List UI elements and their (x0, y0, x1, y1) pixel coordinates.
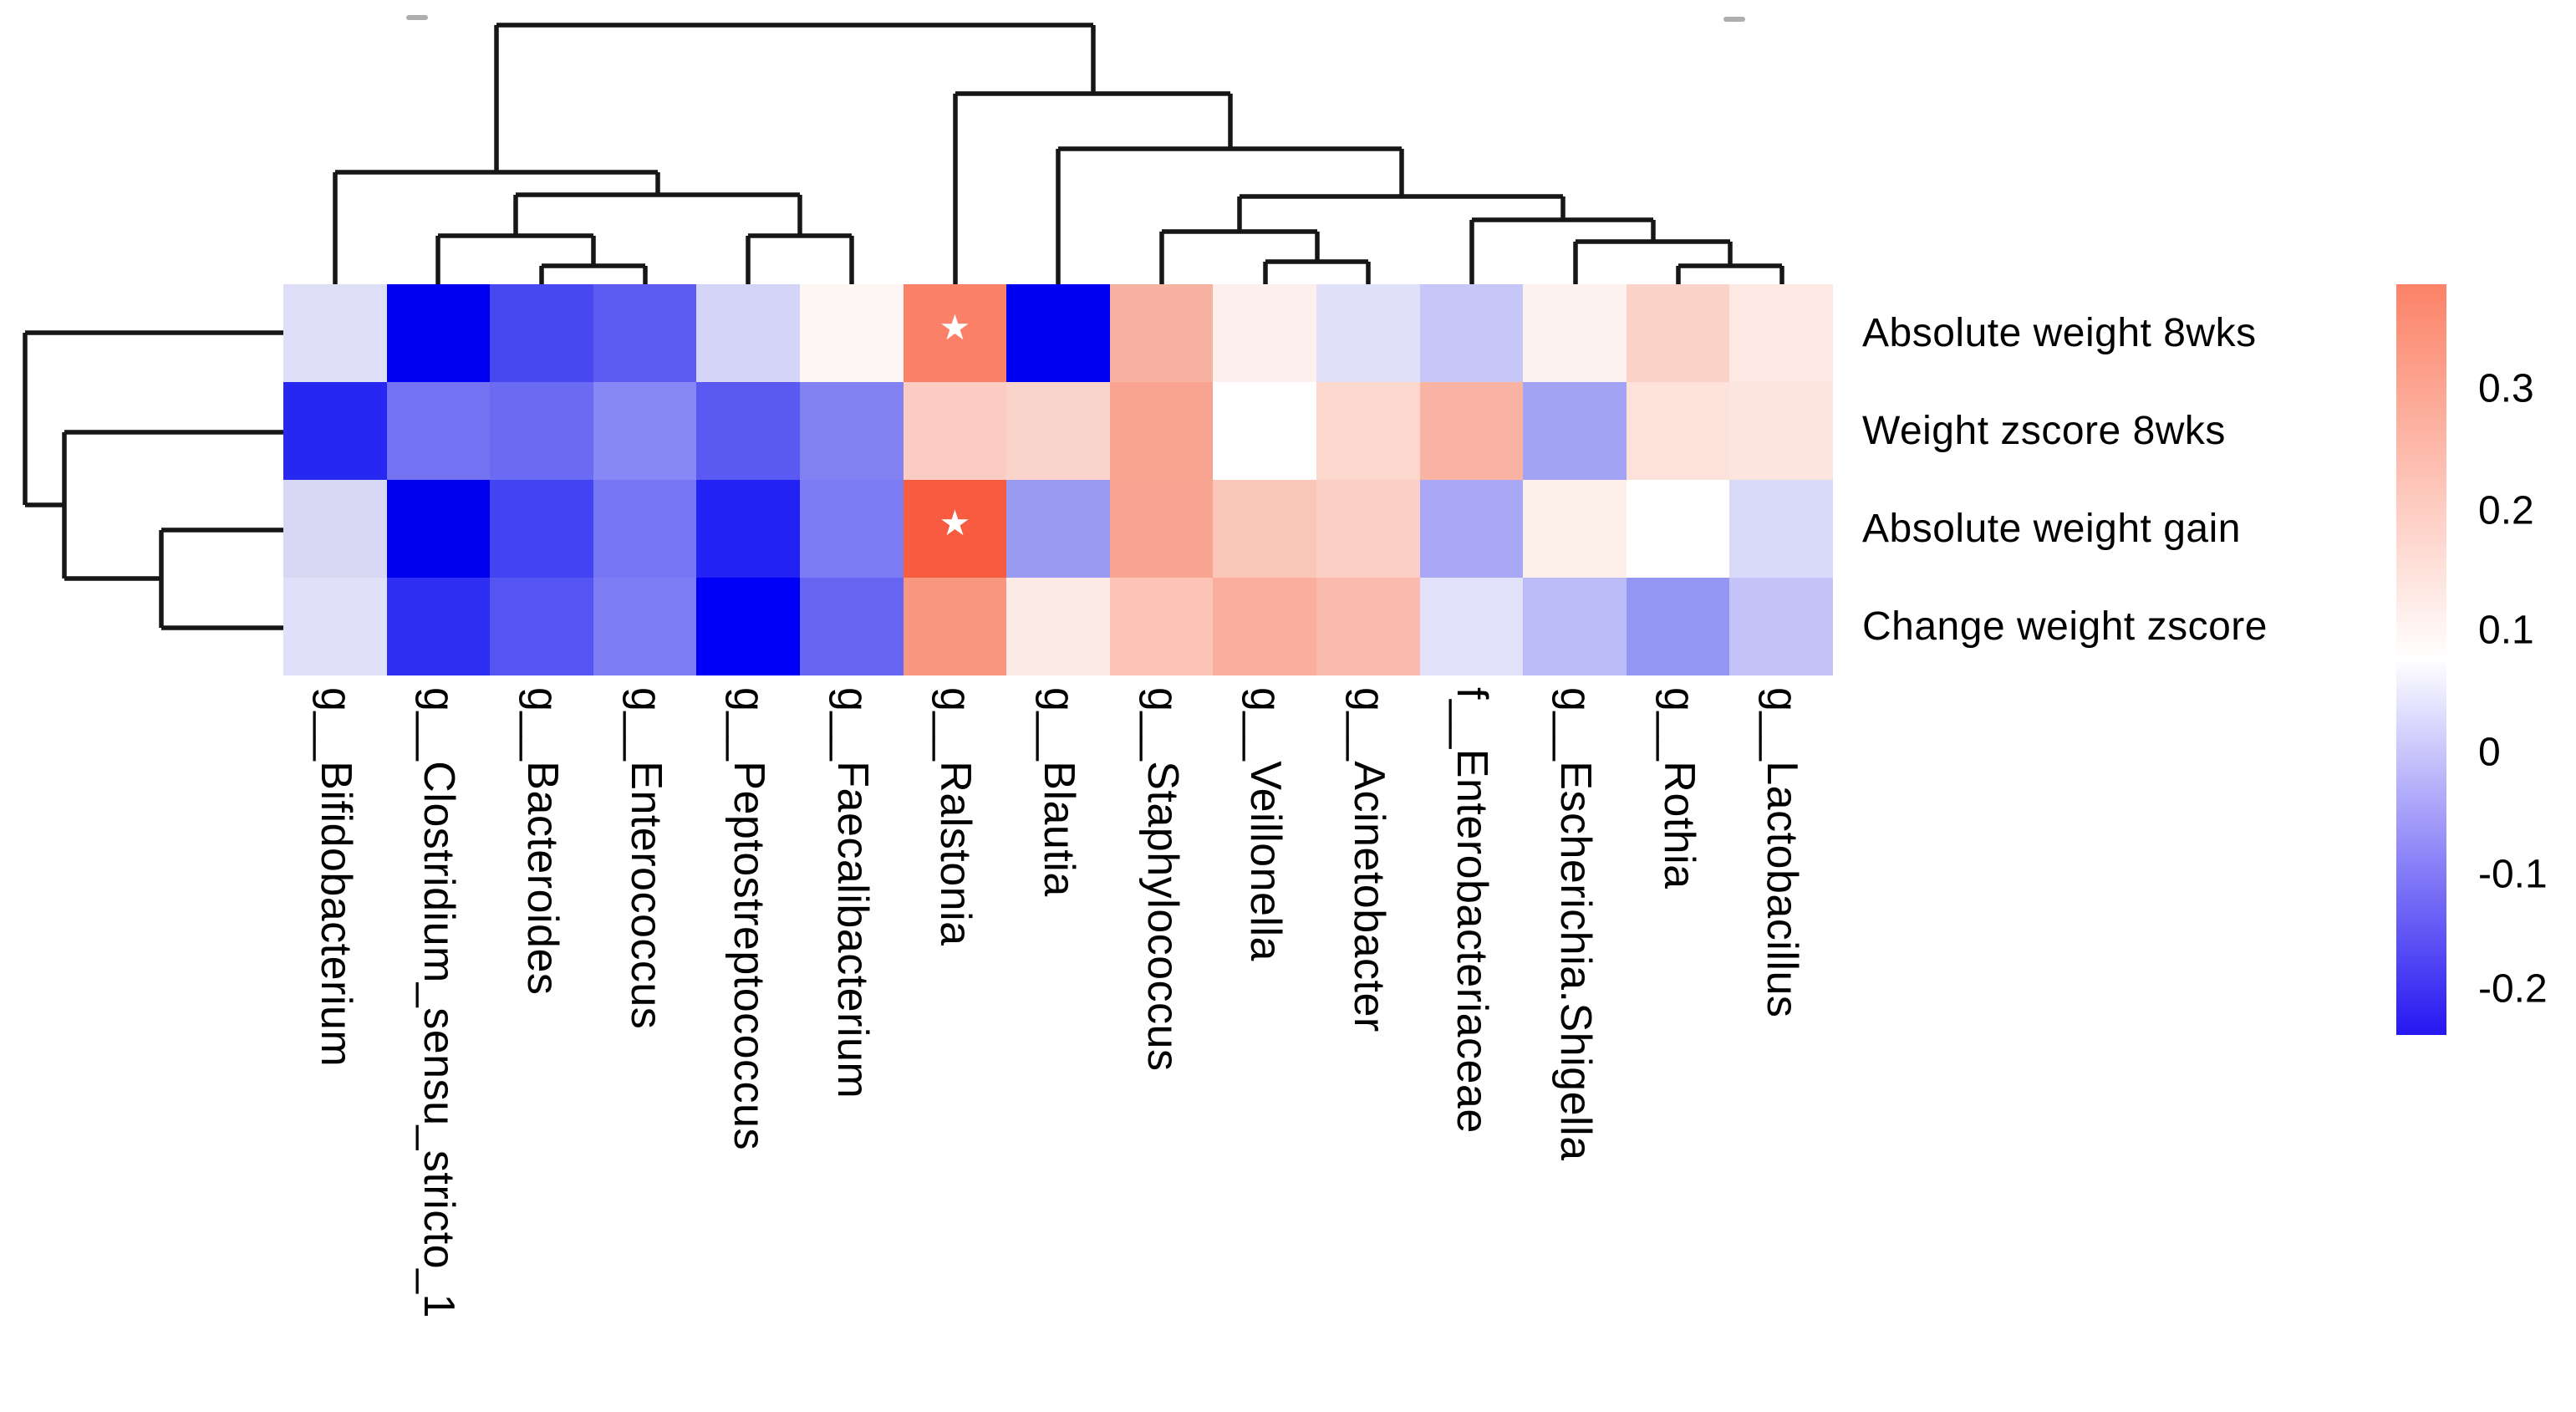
row-label: Change weight zscore (1862, 604, 2268, 649)
heatmap-cell (593, 578, 697, 675)
column-label: g__Peptostreptococcus (725, 687, 773, 1150)
heatmap-cell (1006, 578, 1110, 675)
heatmap-cell (593, 284, 697, 382)
heatmap-cell (1729, 284, 1833, 382)
heatmap-cell (903, 382, 1007, 480)
legend-tick-label: 0 (2478, 730, 2501, 775)
legend-tick-label: 0.1 (2478, 608, 2534, 653)
heatmap-cell (386, 578, 491, 675)
heatmap-cell (1213, 480, 1316, 578)
heatmap-cell (1213, 382, 1316, 480)
heatmap-cell (1626, 578, 1730, 675)
significance-star-icon: ★ (939, 307, 971, 347)
heatmap-cell (490, 480, 593, 578)
heatmap-cell (1523, 284, 1627, 382)
column-label: g__Escherichia.Shigella (1551, 687, 1600, 1161)
stray-dash-mark (406, 15, 428, 20)
heatmap-cell (1419, 578, 1524, 675)
heatmap-cell (1419, 382, 1524, 480)
heatmap-cell (1523, 382, 1627, 480)
heatmap-cell (283, 382, 387, 480)
heatmap-cell (1109, 578, 1214, 675)
column-label: g__Staphylococcus (1138, 687, 1187, 1072)
heatmap-cell (386, 382, 491, 480)
heatmap-cell (1213, 284, 1316, 382)
row-label: Weight zscore 8wks (1862, 409, 2226, 453)
heatmap-cell (593, 382, 697, 480)
column-label: g__Clostridium_sensu_stricto_1 (415, 687, 463, 1318)
heatmap-cell (283, 578, 387, 675)
stray-dash-mark (1723, 17, 1745, 22)
legend-tick-label: -0.2 (2478, 966, 2548, 1012)
heatmap-cell (490, 382, 593, 480)
heatmap-cell (1729, 480, 1833, 578)
heatmap-cell (1316, 284, 1420, 382)
heatmap-cell (1316, 578, 1420, 675)
row-label: Absolute weight 8wks (1862, 311, 2257, 355)
significance-star-icon: ★ (939, 502, 971, 543)
heatmap-cell (490, 284, 593, 382)
heatmap-cell: ★ (903, 284, 1007, 382)
heatmap-cell (283, 480, 387, 578)
heatmap-cell (1419, 480, 1524, 578)
column-label: g__Bifidobacterium (312, 687, 360, 1068)
heatmap-cell (799, 382, 904, 480)
heatmap-cell (1626, 382, 1730, 480)
heatmap-cell (1523, 480, 1627, 578)
heatmap-cell (1109, 480, 1214, 578)
heatmap-cell (1006, 284, 1110, 382)
column-label: g__Ralstonia (931, 687, 980, 946)
legend-tick-label: -0.1 (2478, 852, 2548, 897)
heatmap-cell (696, 578, 800, 675)
heatmap-cell (490, 578, 593, 675)
heatmap-cell (1729, 382, 1833, 480)
column-label: g__Lactobacillus (1758, 687, 1806, 1018)
heatmap-cell (1109, 382, 1214, 480)
heatmap-cell (799, 578, 904, 675)
heatmap-cell (283, 284, 387, 382)
heatmap-cell (1006, 480, 1110, 578)
column-label: g__Bacteroides (518, 687, 567, 996)
column-label: f__Enterobacteriaceae (1448, 687, 1496, 1134)
heatmap-cell (1109, 284, 1214, 382)
heatmap-cell (593, 480, 697, 578)
column-label: g__Enterococcus (622, 687, 670, 1030)
heatmap-cell: ★ (903, 480, 1007, 578)
heatmap-cell (1729, 578, 1833, 675)
heatmap-cell (1006, 382, 1110, 480)
heatmap-cell (1626, 284, 1730, 382)
heatmap-cell (386, 480, 491, 578)
column-label: g__Blautia (1035, 687, 1083, 897)
heatmap-cell (1523, 578, 1627, 675)
legend-tick-label: 0.3 (2478, 366, 2534, 411)
heatmap-cell (1316, 382, 1420, 480)
column-label: g__Rothia (1655, 687, 1703, 890)
heatmap-cell (1213, 578, 1316, 675)
heatmap-cell (696, 382, 800, 480)
heatmap-cell (1419, 284, 1524, 382)
heatmap-cell (386, 284, 491, 382)
legend-tick-label: 0.2 (2478, 488, 2534, 533)
heatmap-cell (696, 284, 800, 382)
heatmap-cell (1316, 480, 1420, 578)
heatmap-cell (1626, 480, 1730, 578)
heatmap-cell (799, 480, 904, 578)
color-scale-bar (2396, 284, 2446, 1035)
row-label: Absolute weight gain (1862, 507, 2241, 551)
heatmap-cell (696, 480, 800, 578)
heatmap-cell (799, 284, 904, 382)
column-label: g__Faecalibacterium (828, 687, 877, 1099)
heatmap-cell (903, 578, 1007, 675)
column-label: g__Veillonella (1241, 687, 1290, 961)
heatmap-grid: ★★ (283, 284, 1833, 675)
column-label: g__Acinetobacter (1345, 687, 1393, 1032)
